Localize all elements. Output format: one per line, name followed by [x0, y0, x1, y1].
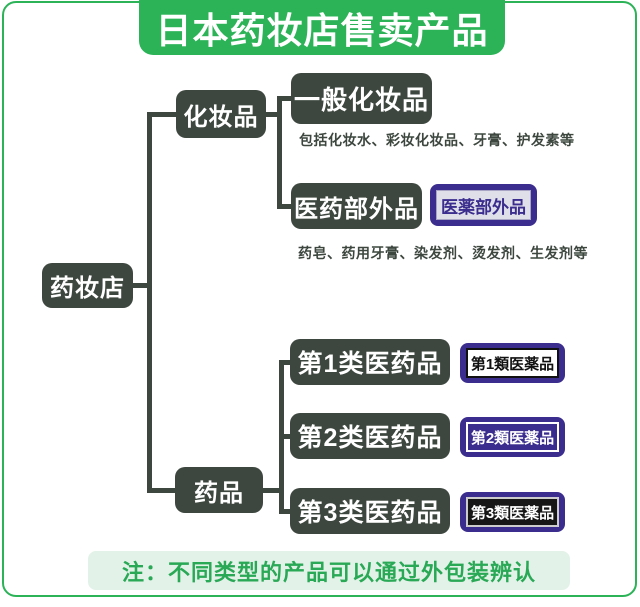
badge-class2-drug: 第2類医薬品 [460, 417, 565, 457]
connector-to-cosmetics [147, 112, 176, 117]
connector-to-general-cosmetics [277, 96, 291, 101]
badge-class3-drug: 第3類医薬品 [460, 492, 565, 532]
node-class1-drug: 第1类医药品 [290, 339, 450, 385]
page-title: 日本药妆店售卖产品 [139, 0, 505, 55]
badge-class1-drug-label: 第1類医薬品 [466, 348, 559, 378]
connector-cosmetics-trunk [277, 96, 282, 209]
connector-to-class3 [279, 509, 290, 514]
node-quasi-drug: 医药部外品 [291, 183, 422, 229]
caption-quasi-drug: 药皂、药用牙膏、染发剂、烫发剂、生发剂等 [298, 245, 588, 261]
connector-cosmetics-h [266, 112, 282, 117]
connector-to-drugs [147, 488, 175, 493]
connector-to-quasi-drug [277, 204, 291, 209]
connector-to-class1 [279, 360, 290, 365]
badge-class1-drug: 第1類医薬品 [460, 343, 565, 383]
node-class2-drug: 第2类医药品 [290, 413, 450, 459]
badge-class2-drug-label: 第2類医薬品 [466, 422, 559, 452]
node-cosmetics: 化妆品 [176, 90, 266, 138]
node-general-cosmetics: 一般化妆品 [291, 73, 432, 124]
node-drugstore: 药妆店 [42, 263, 133, 308]
caption-general-cosmetics: 包括化妆水、彩妆化妆品、牙膏、护发素等 [299, 132, 575, 148]
connector-main-trunk [147, 112, 152, 493]
badge-class3-drug-label: 第3類医薬品 [466, 497, 559, 527]
connector-drugs-h [263, 488, 281, 493]
note-banner: 注：不同类型的产品可以通过外包装辨认 [88, 551, 570, 590]
connector-to-class2 [279, 434, 290, 439]
node-drugs: 药品 [175, 467, 263, 513]
badge-quasi-drug-label: 医薬部外品 [436, 190, 531, 220]
connector-root-h [133, 283, 151, 288]
node-class3-drug: 第3类医药品 [290, 488, 450, 534]
badge-quasi-drug: 医薬部外品 [430, 184, 537, 226]
